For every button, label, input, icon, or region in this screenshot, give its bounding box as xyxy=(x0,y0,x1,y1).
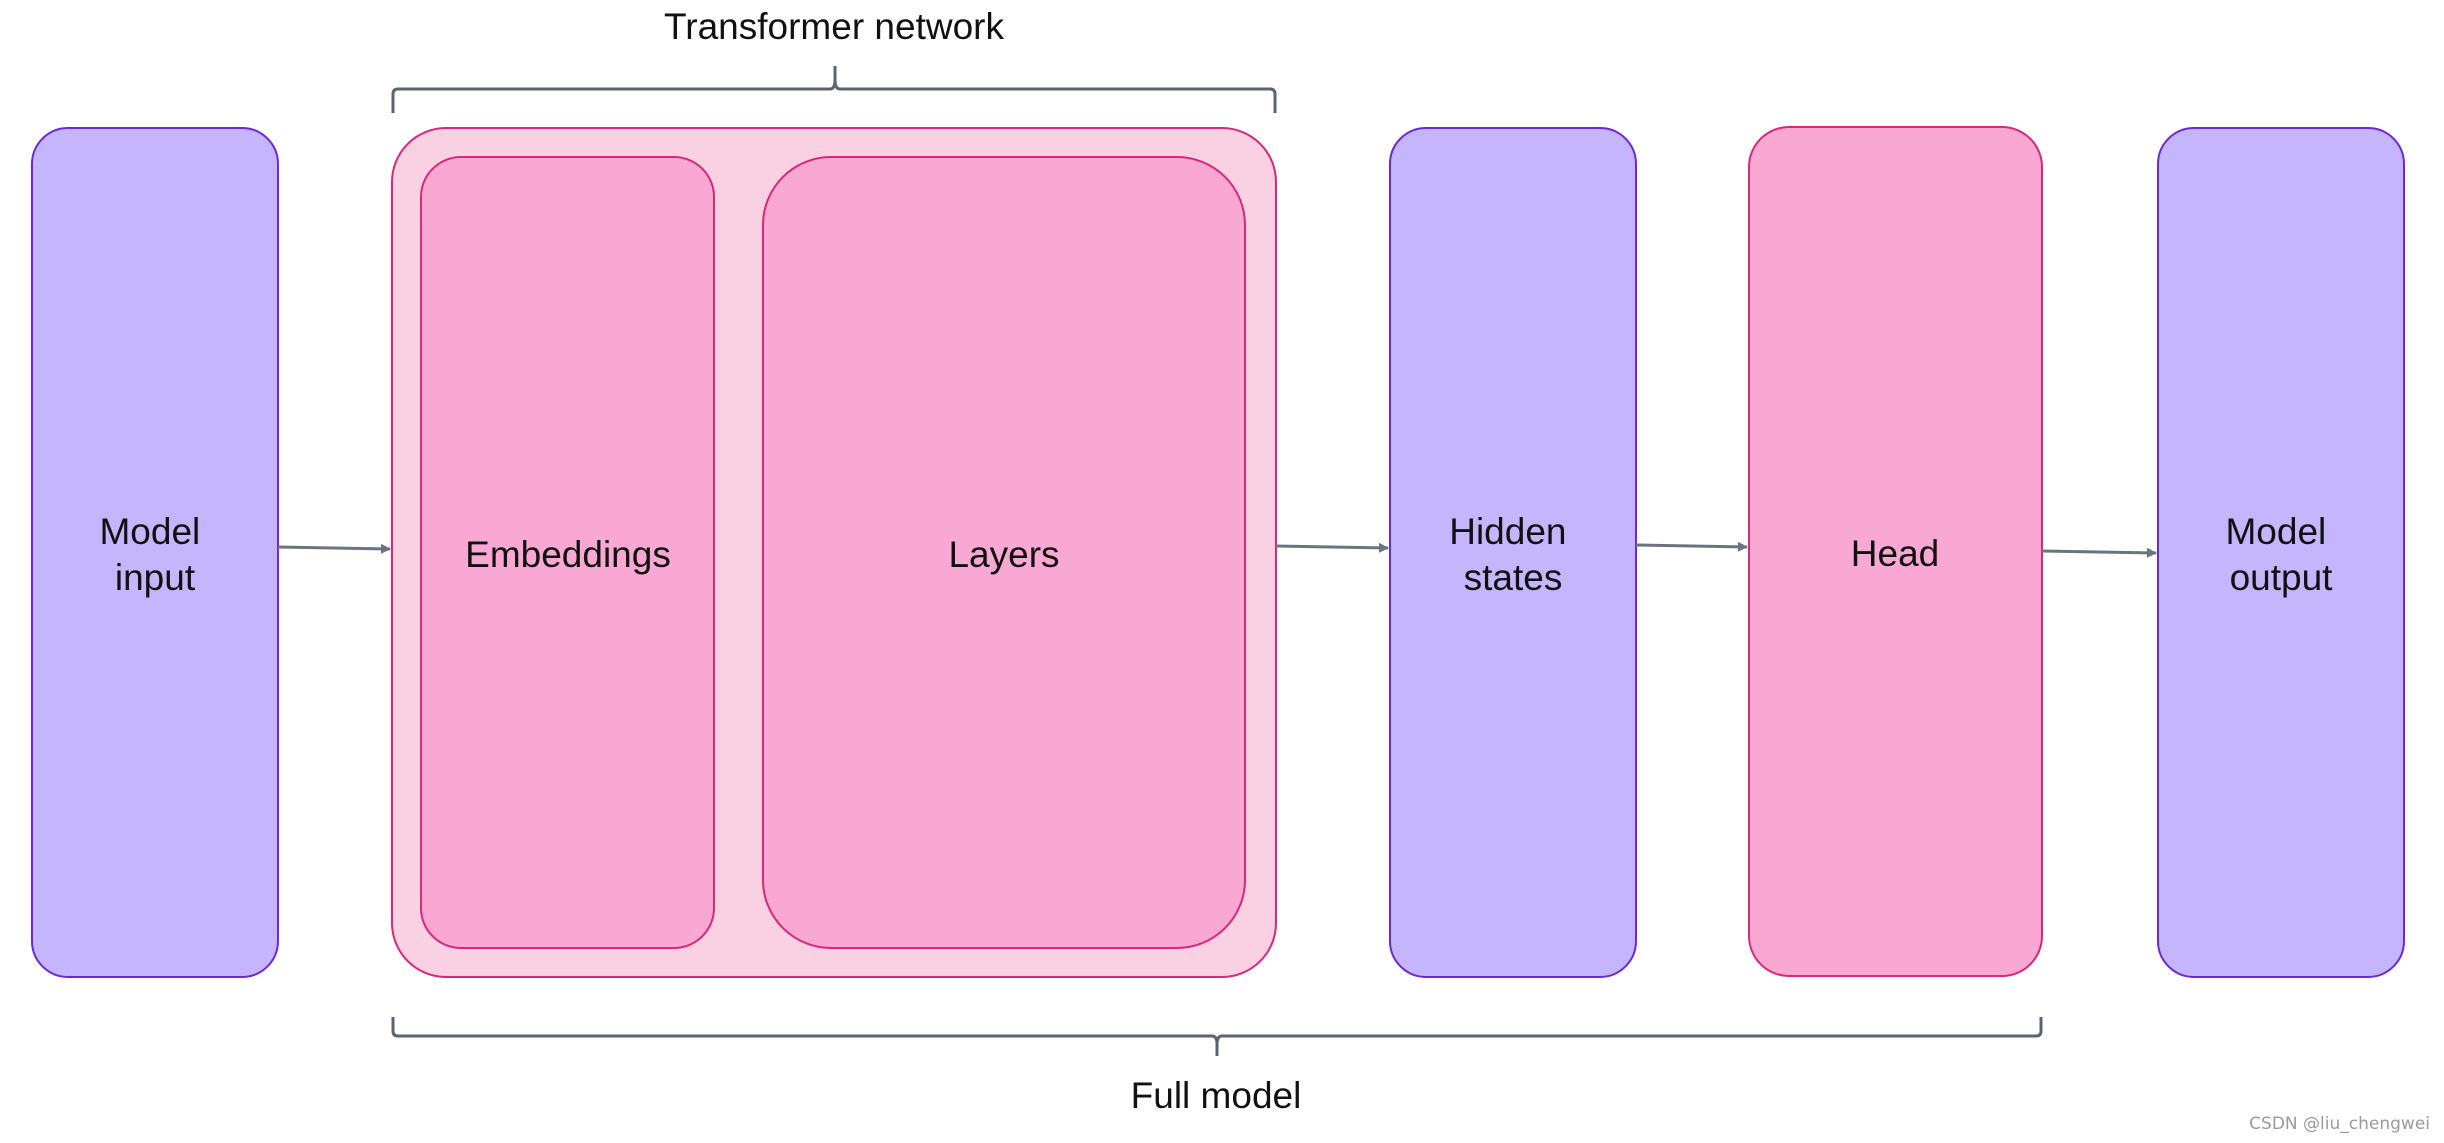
transformer-network-bracket xyxy=(391,66,1277,113)
embeddings-label: Embeddings xyxy=(465,534,671,575)
arrow-input-to-transformer xyxy=(277,543,391,554)
hidden-states-block xyxy=(1389,127,1637,978)
full-model-label: Full model xyxy=(1131,1075,1302,1116)
layers-label: Layers xyxy=(948,534,1059,575)
transformer-network-label: Transformer network xyxy=(664,6,1004,47)
model-input-block xyxy=(31,127,279,978)
arrow-transformer-to-hidden xyxy=(1275,542,1389,553)
arrow-head-to-output xyxy=(2041,547,2157,558)
model-input-label: Model input xyxy=(99,511,210,598)
hidden-states-label: Hidden states xyxy=(1449,511,1577,598)
layers-block xyxy=(762,156,1246,949)
full-model-bracket xyxy=(391,1017,2043,1056)
model-output-label: Model output xyxy=(2225,511,2336,598)
watermark-text: CSDN @liu_chengwei xyxy=(2249,1114,2430,1134)
embeddings-block xyxy=(420,156,715,949)
model-output-block xyxy=(2157,127,2405,978)
arrow-hidden-to-head xyxy=(1635,541,1748,552)
head-label: Head xyxy=(1851,533,1939,574)
